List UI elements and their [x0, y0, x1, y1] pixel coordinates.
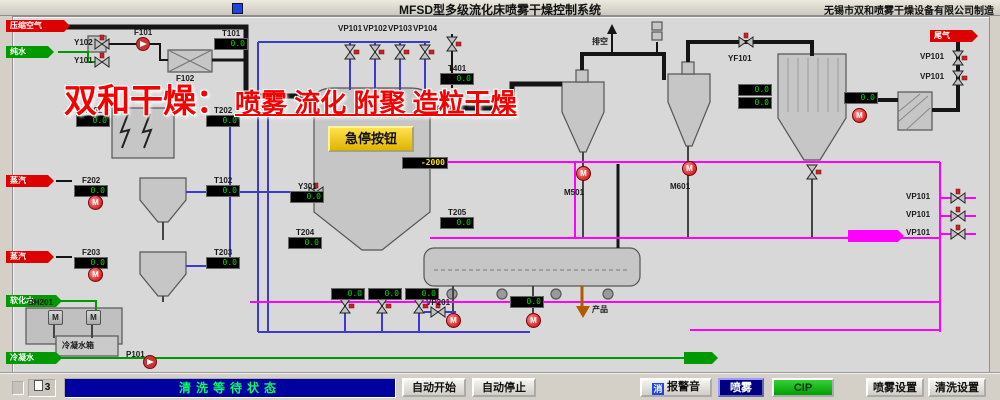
alarm-label: 报警音: [667, 381, 700, 393]
tag-label: VP102: [363, 24, 388, 33]
tag-label: Y101: [74, 56, 93, 65]
value-display: 0.0: [440, 217, 474, 229]
inlet-tag-pure-water: 纯水: [6, 46, 54, 58]
agitator-motor[interactable]: M: [86, 310, 101, 325]
condensate-tank-label: 冷凝水箱: [62, 341, 94, 350]
fan-motor[interactable]: M: [88, 195, 103, 210]
cip-button[interactable]: CIP: [772, 378, 834, 397]
value-display: 0.0: [214, 38, 248, 50]
tag-label: T401: [448, 64, 467, 73]
value-display: 0.0: [440, 73, 474, 85]
pump-icon[interactable]: [143, 355, 157, 369]
fan-icon[interactable]: [136, 37, 150, 51]
chamber-pressure-display: -2000: [402, 157, 448, 169]
tag-label: VP101: [338, 24, 363, 33]
inlet-tag-steam-1: 蒸汽: [6, 175, 54, 187]
fan-motor[interactable]: M: [88, 267, 103, 282]
status-bar: 3 清洗等待状态 自动开始 自动停止 消报警音 喷雾 CIP 喷雾设置 清洗设置: [0, 372, 1000, 400]
tag-label: F101: [134, 28, 153, 37]
inlet-tag-steam-2: 蒸汽: [6, 251, 54, 263]
manufacturer-label: 无锡市双和喷雾干燥设备有限公司制造: [824, 6, 994, 17]
exhaust-fan-motor[interactable]: M: [852, 108, 867, 123]
tag-label: M601: [670, 182, 691, 191]
window-title: MFSD型多级流化床喷雾干燥控制系统: [399, 3, 601, 17]
corner-box: [12, 381, 24, 395]
tag-label: VP101: [906, 228, 931, 237]
inlet-tag-soft-water: 软化水: [6, 295, 62, 307]
value-display: 0.0: [206, 115, 240, 127]
tag-label: T101: [222, 29, 241, 38]
spray-settings-button[interactable]: 喷雾设置: [866, 378, 924, 397]
tag-label: T204: [296, 228, 315, 237]
tag-label: P101: [126, 350, 145, 359]
rotary-valve-motor[interactable]: M: [576, 166, 591, 181]
page-number: 3: [44, 382, 51, 393]
process-diagram-panel: [12, 16, 990, 376]
tag-label: T102: [214, 176, 233, 185]
value-display: 0.0: [738, 84, 772, 96]
tag-label: T205: [448, 208, 467, 217]
mute-icon: 消: [652, 383, 664, 395]
tag-label: F202: [82, 176, 101, 185]
value-display: 0.0: [288, 237, 322, 249]
vibrator-motor[interactable]: M: [446, 313, 461, 328]
tag-label: VP101: [906, 210, 931, 219]
tag-label: F102: [176, 74, 195, 83]
spray-button[interactable]: 喷雾: [718, 378, 764, 397]
agitator-motor[interactable]: M: [48, 310, 63, 325]
tag-label: VP201: [426, 298, 451, 307]
value-display: 0.0: [738, 97, 772, 109]
value-display: 0.0: [206, 257, 240, 269]
value-display: 0.0: [206, 185, 240, 197]
tag-label: VP101: [920, 72, 945, 81]
value-display: 0.0: [510, 296, 544, 308]
auto-start-button[interactable]: 自动开始: [402, 378, 466, 397]
cip-line-tag: [848, 230, 904, 242]
exhaust-label: 排空: [592, 37, 608, 46]
tag-label: YF101: [728, 54, 752, 63]
title-bar: MFSD型多级流化床喷雾干燥控制系统 无锡市双和喷雾干燥设备有限公司制造: [0, 0, 1000, 17]
value-display: 0.0: [331, 288, 365, 300]
vibrator-motor[interactable]: M: [526, 313, 541, 328]
tag-label: VP101: [906, 192, 931, 201]
tag-label: VP101: [920, 52, 945, 61]
tag-label: T202: [214, 106, 233, 115]
tag-label: M501: [564, 188, 585, 197]
rotary-valve-motor[interactable]: M: [682, 161, 697, 176]
cip-return-tag: [684, 352, 718, 364]
tag-label: VP103: [388, 24, 413, 33]
tag-label: F203: [82, 248, 101, 257]
tag-label: Y102: [74, 38, 93, 47]
value-display: 0.0: [290, 191, 324, 203]
tag-label: BH201: [28, 298, 53, 307]
tag-label: Y301: [298, 182, 317, 191]
inlet-tag-condensate: 冷凝水: [6, 352, 62, 364]
page-indicator[interactable]: 3: [28, 379, 56, 397]
tag-label: VP104: [413, 24, 438, 33]
mute-alarm-button[interactable]: 消报警音: [640, 378, 712, 397]
status-message: 清洗等待状态: [64, 378, 396, 398]
tag-label: T201: [84, 106, 103, 115]
tag-label: T203: [214, 248, 233, 257]
app-icon: [232, 3, 243, 14]
product-label: 产品: [592, 305, 608, 314]
value-display: 0.0: [368, 288, 402, 300]
page-icon: [33, 380, 43, 391]
value-display: 0.0: [76, 115, 110, 127]
emergency-stop-button[interactable]: 急停按钮: [328, 126, 414, 152]
inlet-tag-compressed-air: 压缩空气: [6, 20, 70, 32]
clean-settings-button[interactable]: 清洗设置: [928, 378, 986, 397]
value-display: 0.0: [844, 92, 878, 104]
outlet-tag-tail-gas: 尾气: [930, 30, 978, 42]
auto-stop-button[interactable]: 自动停止: [472, 378, 536, 397]
